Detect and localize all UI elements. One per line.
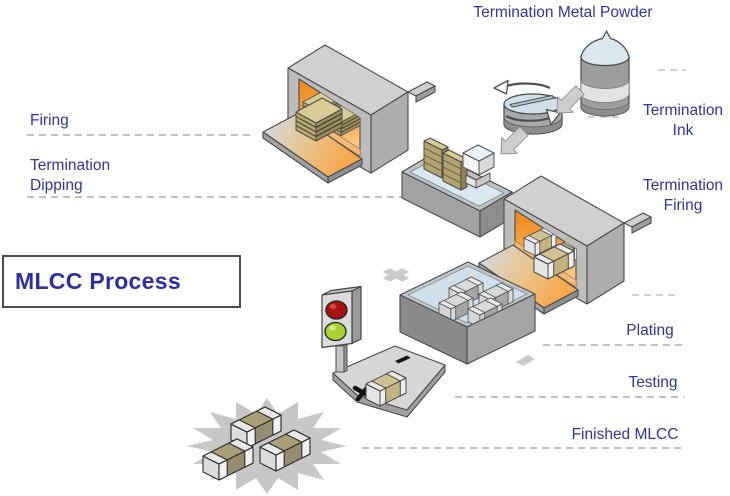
minus-mark bbox=[395, 355, 411, 364]
transfer-cross-icon bbox=[382, 268, 410, 282]
powder-drum-illustration bbox=[580, 30, 630, 117]
flow-arrow-powder-icon bbox=[556, 85, 585, 114]
transfer-tile-icon bbox=[516, 355, 535, 366]
label-finished-mlcc: Finished MLCC bbox=[571, 426, 679, 443]
label-firing: Firing bbox=[30, 112, 69, 129]
green-light bbox=[324, 321, 347, 342]
label-termination-firing: Termination Firing bbox=[642, 177, 724, 214]
red-light bbox=[325, 300, 348, 320]
testing-station-illustration bbox=[321, 285, 446, 418]
stoplight-pole bbox=[335, 345, 345, 373]
finished-mlcc-illustration bbox=[187, 398, 347, 494]
dipping-tank-illustration bbox=[401, 137, 513, 238]
label-termination-metal-powder: Termination Metal Powder bbox=[473, 4, 653, 21]
traffic-light bbox=[321, 285, 362, 349]
ink-mixer-illustration bbox=[493, 79, 563, 135]
label-termination-dipping: Termination Dipping bbox=[30, 157, 111, 194]
label-plating: Plating bbox=[626, 322, 674, 339]
page-title: MLCC Process bbox=[15, 268, 181, 294]
diagram-title-box: MLCC Process bbox=[2, 255, 241, 308]
label-testing: Testing bbox=[628, 374, 678, 391]
firing-kiln-illustration bbox=[262, 44, 436, 184]
plating-tank-illustration bbox=[399, 261, 536, 365]
dipping-head bbox=[462, 144, 495, 189]
label-termination-ink: Termination Ink bbox=[642, 102, 724, 139]
process-dashed-lines bbox=[27, 69, 686, 449]
